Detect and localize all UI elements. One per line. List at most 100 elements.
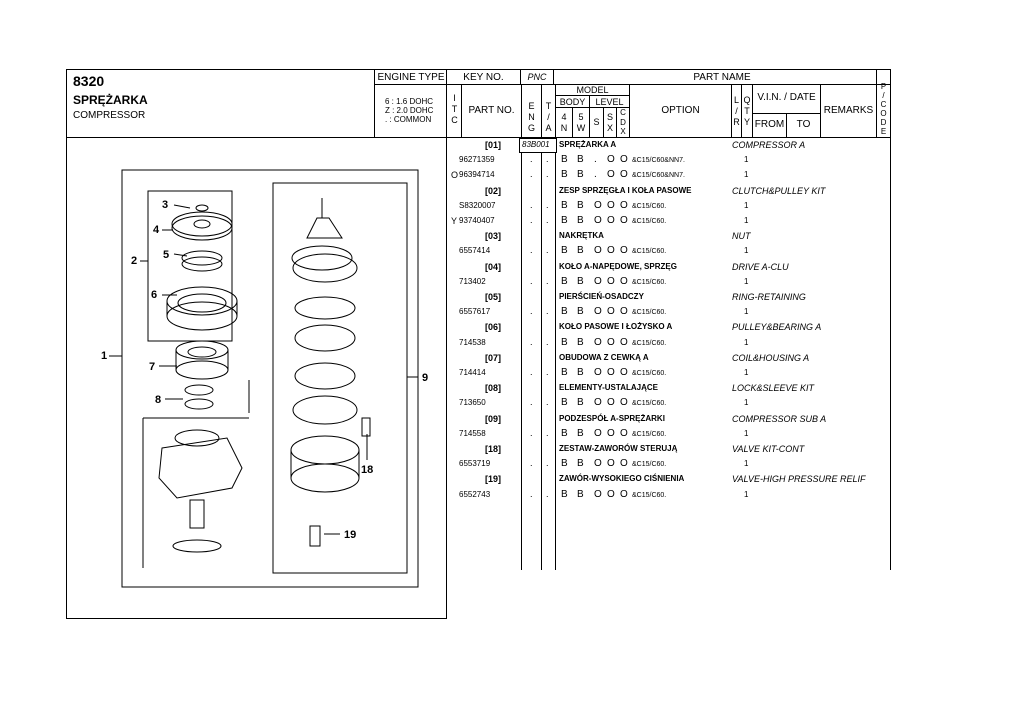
page-title-pl: SPRĘŻARKA bbox=[73, 93, 148, 107]
body4-value: B bbox=[561, 154, 568, 166]
part-number: 6553719 bbox=[459, 459, 491, 469]
remarks-header: REMARKS bbox=[823, 105, 874, 116]
tia-value: . bbox=[546, 397, 549, 408]
part-name-pl: PODZESPÓŁ A-SPRĘŻARKI bbox=[559, 413, 665, 423]
option-value: &C15/C60&NN7. bbox=[632, 157, 685, 165]
sx-value: O bbox=[607, 215, 615, 226]
part-name-pl: KOŁO A-NAPĘDOWE, SPRZĘG bbox=[559, 261, 677, 271]
eng-value: . bbox=[530, 154, 533, 165]
body5-value: B bbox=[577, 458, 584, 470]
sep-from-to bbox=[786, 113, 787, 138]
keyno-sep bbox=[520, 69, 521, 84]
tia-value: . bbox=[546, 154, 549, 165]
part-number: 6552743 bbox=[459, 489, 491, 499]
cdx-value: O bbox=[620, 215, 628, 226]
callout-9: 9 bbox=[422, 372, 428, 384]
option-value: &C15/C60. bbox=[632, 339, 667, 347]
s-value: O bbox=[594, 245, 602, 257]
option-value: &C15/C60. bbox=[632, 218, 667, 225]
leader-3 bbox=[173, 204, 191, 209]
body4-value: B bbox=[561, 458, 568, 470]
itc-mark: Y bbox=[451, 216, 458, 226]
part-number: 6557617 bbox=[459, 307, 491, 317]
key-no: [02] bbox=[485, 185, 502, 196]
cdx-value: O bbox=[620, 367, 628, 378]
part-name-pl: NAKRĘTKA bbox=[559, 231, 604, 241]
body4-value: B bbox=[561, 397, 568, 409]
sx-value: O bbox=[607, 154, 615, 166]
sx-value: O bbox=[607, 458, 615, 470]
sep-partno bbox=[521, 84, 522, 570]
eng-value: . bbox=[530, 199, 533, 210]
engine-type-label: ENGINE TYPE bbox=[377, 72, 445, 83]
body4-value: B bbox=[561, 336, 568, 348]
sep-qty bbox=[752, 84, 753, 138]
body-header: BODY bbox=[559, 97, 586, 107]
body4-value: B bbox=[561, 427, 568, 439]
ring-5 bbox=[181, 250, 223, 266]
sep-level-sx bbox=[616, 107, 617, 138]
part-name-pl: SPRĘŻARKA A bbox=[559, 140, 617, 149]
coil-housing-7 bbox=[175, 340, 229, 360]
tia-value: . bbox=[546, 215, 549, 225]
callout-7: 7 bbox=[149, 361, 155, 373]
part-number: 96394714 bbox=[459, 170, 495, 180]
engine-divider bbox=[374, 69, 375, 138]
gasket bbox=[294, 296, 356, 320]
body4-value: B bbox=[561, 215, 568, 226]
eng-value: . bbox=[530, 306, 533, 317]
key-no: [19] bbox=[485, 474, 502, 485]
qty-value: 1 bbox=[744, 398, 749, 408]
eng-value: . bbox=[530, 245, 533, 256]
sx-value: O bbox=[607, 199, 615, 211]
body5-value: B bbox=[577, 397, 584, 409]
callout-5: 5 bbox=[163, 249, 169, 261]
leader-5 bbox=[173, 253, 188, 257]
vin-date-header: V.I.N. / DATE bbox=[757, 92, 816, 103]
s-value: O bbox=[594, 427, 602, 439]
part-name-header: PART NAME bbox=[693, 72, 751, 83]
cdx-value: O bbox=[620, 458, 628, 470]
tia-value: . bbox=[546, 427, 549, 438]
col-title-line bbox=[446, 84, 890, 85]
option-value: &C15/C60&NN7. bbox=[632, 172, 685, 180]
eng-value: . bbox=[530, 367, 533, 377]
option-value: &C15/C60. bbox=[632, 278, 667, 286]
sep-vin bbox=[820, 84, 821, 138]
sx-value: O bbox=[607, 367, 615, 378]
cdx-value: O bbox=[620, 336, 628, 348]
qty-value: 1 bbox=[744, 246, 749, 256]
qty-value: 1 bbox=[744, 276, 749, 286]
page-title-en: COMPRESSOR bbox=[73, 110, 146, 121]
reed-plate bbox=[294, 362, 356, 390]
qty-value: 1 bbox=[744, 428, 749, 438]
header-bottom-left bbox=[66, 137, 447, 138]
key-no: [07] bbox=[485, 352, 502, 363]
body5-value: B bbox=[577, 154, 584, 166]
eng-value: . bbox=[530, 215, 533, 225]
part-name-en: COMPRESSOR SUB A bbox=[732, 413, 827, 424]
cdx-value: O bbox=[620, 306, 628, 318]
sep-body-level bbox=[589, 95, 590, 138]
valve-top bbox=[306, 198, 343, 239]
qty-value: 1 bbox=[744, 337, 749, 347]
body5-value: B bbox=[577, 488, 584, 500]
engine-code-2: Z : 2.0 DOHC bbox=[385, 106, 434, 115]
cdx-value: O bbox=[620, 169, 628, 181]
key-no: [04] bbox=[485, 261, 502, 272]
model-header: MODEL bbox=[576, 85, 609, 95]
body4-value: B bbox=[561, 245, 568, 257]
level-header: LEVEL bbox=[595, 97, 624, 107]
option-value: &C15/C60. bbox=[632, 430, 667, 438]
compressor-body bbox=[158, 437, 243, 499]
part-number: 713650 bbox=[459, 398, 486, 408]
s-value: O bbox=[594, 199, 602, 211]
option-header: OPTION bbox=[661, 105, 700, 116]
part-number: 714538 bbox=[459, 337, 486, 347]
cdx-value: O bbox=[620, 275, 628, 287]
option-value: &C15/C60. bbox=[632, 461, 667, 469]
qty-value: 1 bbox=[744, 307, 749, 317]
s-value: O bbox=[594, 215, 602, 226]
tia-value: . bbox=[546, 488, 549, 499]
s-value: . bbox=[594, 154, 597, 166]
